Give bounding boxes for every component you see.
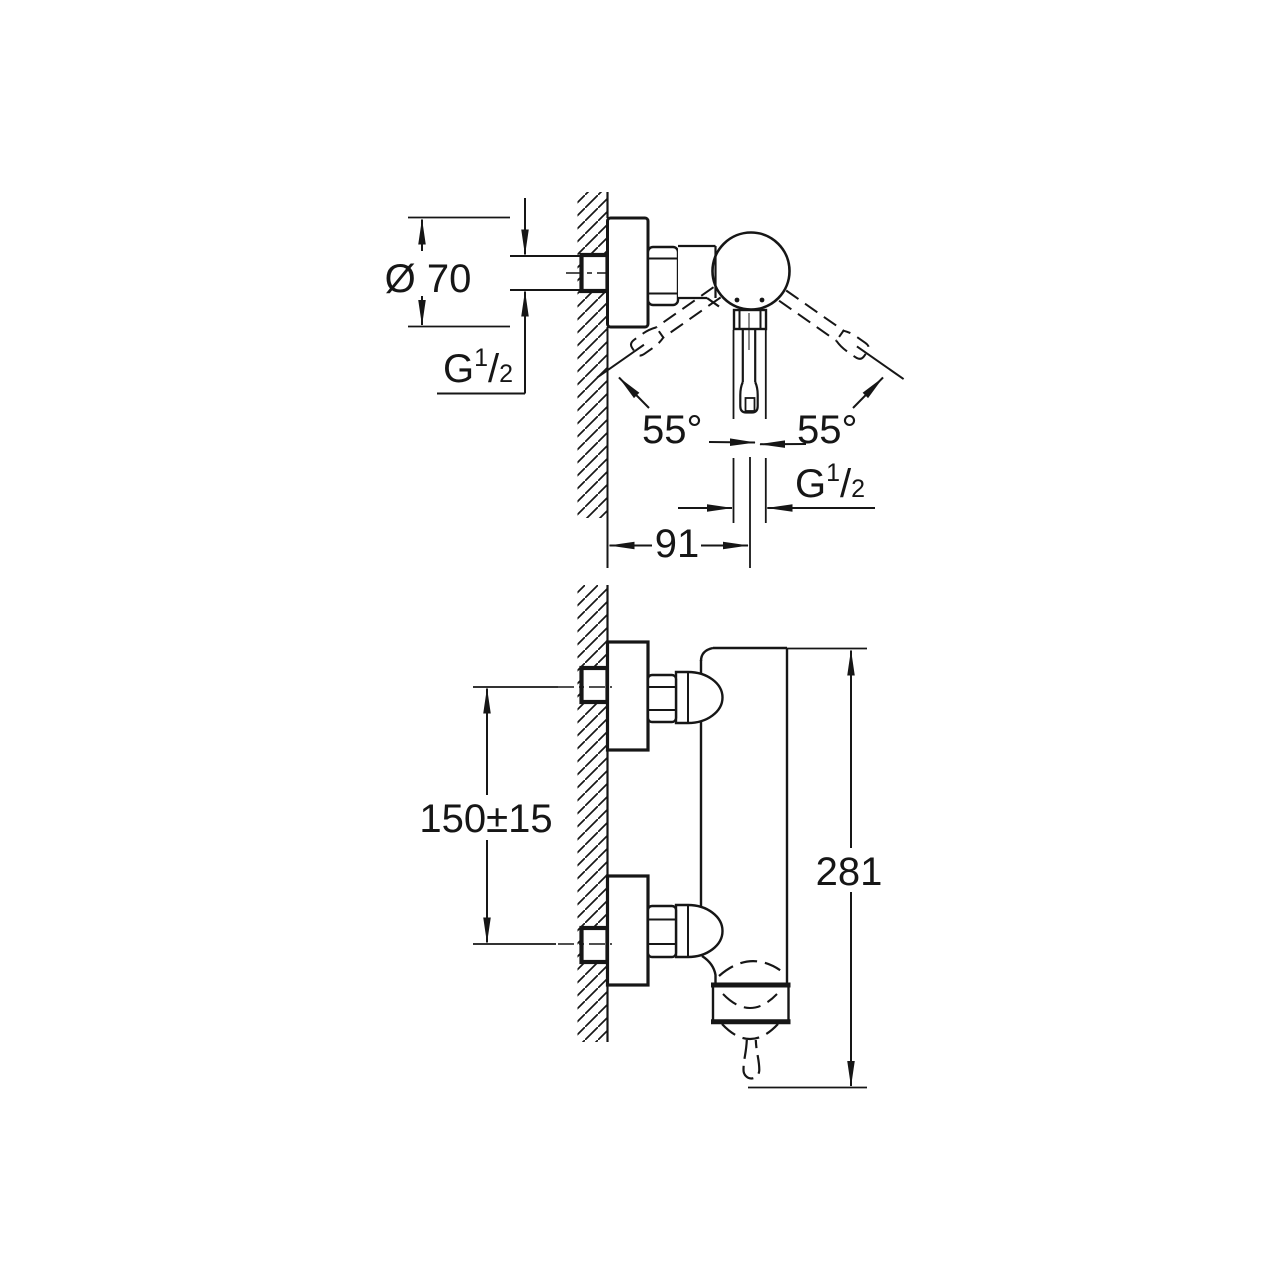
angle-extension-line-right <box>856 345 905 380</box>
outlet-hidden-arc-inner <box>722 993 778 1009</box>
body-detail-dot <box>759 297 765 303</box>
wall-hatch-side-view <box>577 585 608 1042</box>
outlet-collar-fill <box>713 985 789 1022</box>
lever-swing-left <box>629 286 722 357</box>
lever-swing-right <box>778 289 870 360</box>
escutcheon-top-view <box>606 216 650 329</box>
dim-label-thread-top: G1/2 <box>443 344 513 391</box>
hex-nut-top-view <box>646 245 680 307</box>
hex-nut-lower <box>646 904 678 959</box>
body-outlet-transition <box>701 954 717 983</box>
dim-label-spacing: 150±15 <box>419 797 552 841</box>
dim-label-thread-outlet: G1/2 <box>795 459 865 506</box>
hex-nut-upper <box>646 673 678 724</box>
wall-union-fitting-lower <box>579 925 610 965</box>
lever-grip-tip-detail <box>744 397 756 412</box>
outlet-hidden-arc-upper <box>718 960 787 977</box>
dim-label-height: 281 <box>816 850 883 894</box>
top-view: Ø 70 G1/2 55° 55° G1/2 91 <box>385 192 905 568</box>
angle-arrow-left <box>618 376 650 409</box>
dim-label-diameter: Ø 70 <box>385 257 472 301</box>
dim-label-projection: 91 <box>655 522 700 566</box>
angle-extension-line-left <box>596 343 645 379</box>
dim-label-angle-left: 55° <box>642 408 703 452</box>
body-top-left-corner <box>699 646 714 662</box>
side-view: 150±15 281 <box>419 585 883 1089</box>
outlet-hidden-arc-lower <box>721 1023 779 1040</box>
angle-arrow-right <box>852 376 884 409</box>
escutcheon-lower <box>605 874 650 987</box>
escutcheon-upper <box>605 640 650 752</box>
wall-union-fitting-upper <box>579 665 610 705</box>
wall-hatch-top-view <box>577 192 608 518</box>
lever-collar <box>732 308 768 331</box>
mixer-body-top-view <box>711 231 791 311</box>
body-detail-dot <box>734 297 740 303</box>
angle-arrow-center-left <box>708 438 756 447</box>
outlet-nozzle <box>742 1039 761 1080</box>
dim-label-angle-right: 55° <box>797 408 858 452</box>
mixer-body-fill <box>701 648 787 983</box>
